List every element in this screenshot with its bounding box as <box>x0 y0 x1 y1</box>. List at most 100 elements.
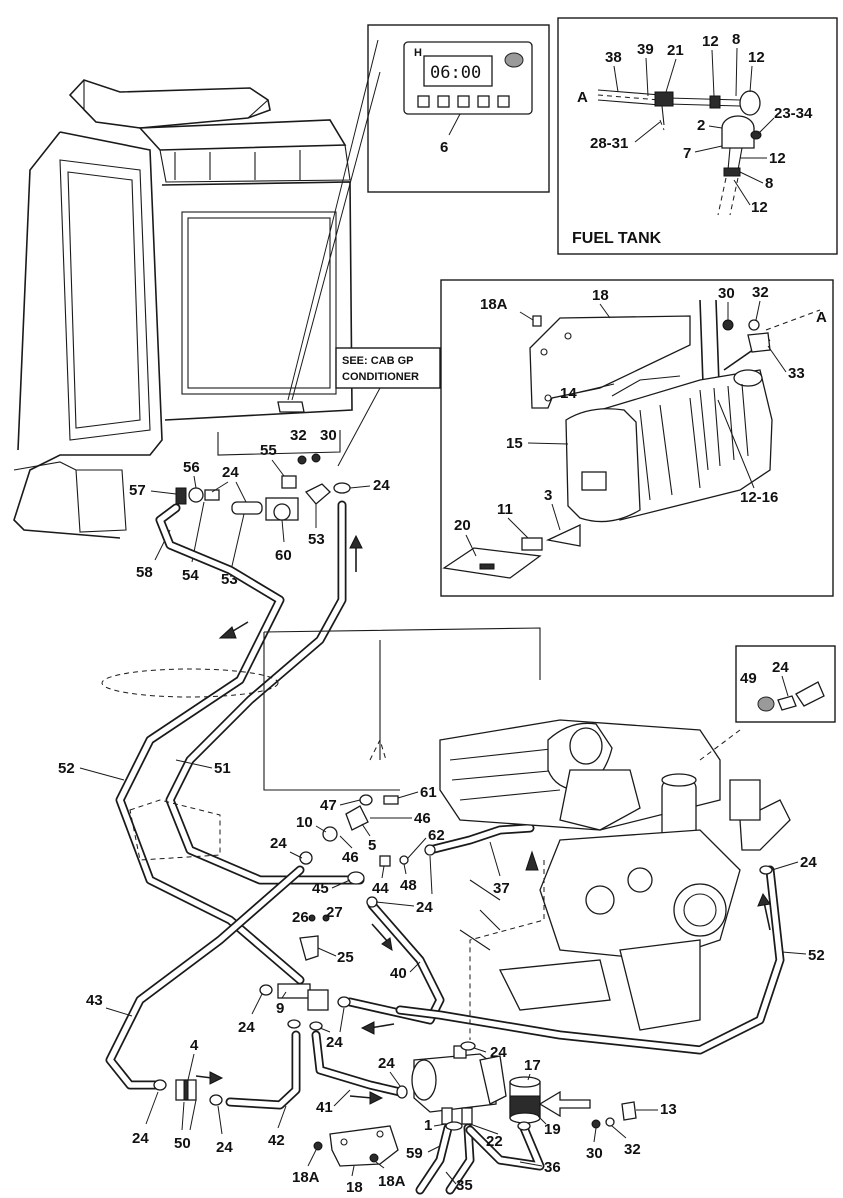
callout-32-mid: 32 <box>290 427 307 444</box>
callout-58: 58 <box>136 564 153 581</box>
callout-7: 7 <box>683 145 691 162</box>
callout-61: 61 <box>420 784 437 801</box>
callout-8-b: 8 <box>765 175 773 192</box>
callout-24-low-2: 24 <box>326 1034 343 1051</box>
callout-24-right: 24 <box>800 854 817 871</box>
callout-2: 2 <box>697 117 705 134</box>
engine-fittings: 52 51 47 61 46 10 5 62 24 46 45 44 48 37… <box>58 759 825 1051</box>
callout-24-pump-2: 24 <box>378 1055 395 1072</box>
callout-24-low-1: 24 <box>238 1019 255 1036</box>
callout-A-1: A <box>577 89 588 106</box>
callout-24-left: 24 <box>270 835 287 852</box>
callout-24-pump: 24 <box>490 1044 507 1061</box>
callout-26: 26 <box>292 909 309 926</box>
callout-32-bot: 32 <box>624 1141 641 1158</box>
callout-60: 60 <box>275 547 292 564</box>
callout-36: 36 <box>544 1159 561 1176</box>
callout-17: 17 <box>524 1057 541 1074</box>
flow-arrows <box>195 534 771 1118</box>
heater-inset: 18A 18 30 32 A 33 14 15 12-16 20 11 3 <box>440 279 834 597</box>
callout-14: 14 <box>560 385 577 402</box>
timer-display-text: 06:00 <box>430 63 481 83</box>
lower-assembly: 24 24 4 17 41 13 1 22 19 24 50 24 42 59 … <box>132 1037 677 1196</box>
callout-54: 54 <box>182 567 199 584</box>
callout-47: 47 <box>320 797 337 814</box>
callout-48: 48 <box>400 877 417 894</box>
callout-56: 56 <box>183 459 200 476</box>
callout-28-31: 28-31 <box>590 135 628 152</box>
callout-32-top: 32 <box>752 284 769 301</box>
callout-4: 4 <box>190 1037 199 1054</box>
callout-51: 51 <box>214 760 231 777</box>
callout-38: 38 <box>605 49 622 66</box>
callout-12-16: 12-16 <box>740 489 778 506</box>
callout-45: 45 <box>312 880 329 897</box>
callout-40: 40 <box>390 965 407 982</box>
callout-30-bot: 30 <box>586 1145 603 1162</box>
callout-12-a: 12 <box>702 33 719 50</box>
callout-37: 37 <box>493 880 510 897</box>
callout-10: 10 <box>296 814 313 831</box>
callout-18-top: 18 <box>592 287 609 304</box>
cab-illustration <box>13 79 353 539</box>
callout-24-bl: 24 <box>132 1130 149 1147</box>
callout-A-2: A <box>816 309 827 326</box>
callout-30-top: 30 <box>718 285 735 302</box>
callout-24-bl-2: 24 <box>216 1139 233 1156</box>
callout-39: 39 <box>637 41 654 58</box>
callout-41: 41 <box>316 1099 333 1116</box>
callout-24-mid: 24 <box>416 899 433 916</box>
callout-8-a: 8 <box>732 31 740 48</box>
callout-13: 13 <box>660 1101 677 1118</box>
callout-18A-b2: 18A <box>378 1173 406 1190</box>
timer-inset: 06:00 H 6 <box>287 24 550 401</box>
callout-12-b: 12 <box>748 49 765 66</box>
callout-15: 15 <box>506 435 523 452</box>
callout-21: 21 <box>667 42 684 59</box>
callout-3: 3 <box>544 487 552 504</box>
callout-42: 42 <box>268 1132 285 1149</box>
callout-12-d: 12 <box>751 199 768 216</box>
callout-11: 11 <box>497 501 513 518</box>
cab-note-line2: CONDITIONER <box>342 371 419 383</box>
callout-35: 35 <box>456 1177 473 1194</box>
callout-24-inset: 24 <box>772 659 789 676</box>
callout-57: 57 <box>129 482 146 499</box>
callout-5: 5 <box>368 837 376 854</box>
callout-19: 19 <box>544 1121 561 1138</box>
callout-1: 1 <box>424 1117 432 1134</box>
cab-gp-note: SEE: CAB GP CONDITIONER <box>335 347 441 467</box>
callout-22: 22 <box>486 1133 503 1150</box>
callout-33: 33 <box>788 365 805 382</box>
hose-routing <box>105 500 785 1195</box>
callout-24-cab-1: 24 <box>222 464 239 481</box>
callout-44: 44 <box>372 880 389 897</box>
callout-59: 59 <box>406 1145 423 1162</box>
fuel-tank-inset: 38 39 21 12 8 12 A 2 23-34 28-31 7 12 8 … <box>557 17 838 255</box>
callout-62: 62 <box>428 827 445 844</box>
callout-23-34: 23-34 <box>774 105 813 122</box>
cab-fittings: 55 32 30 24 24 56 57 58 54 53 60 53 <box>129 427 390 588</box>
callout-18A-b1: 18A <box>292 1169 320 1186</box>
callout-52-a: 52 <box>58 760 75 777</box>
callout-49: 49 <box>740 670 757 687</box>
callout-46-b: 46 <box>342 849 359 866</box>
engine-illustration: 49 24 <box>101 627 836 1040</box>
callout-27: 27 <box>326 904 343 921</box>
callout-25: 25 <box>337 949 354 966</box>
callout-52-b: 52 <box>808 947 825 964</box>
timer-brand-text: H <box>414 47 422 59</box>
callout-12-c: 12 <box>769 150 786 167</box>
callout-6: 6 <box>440 139 448 156</box>
callout-46-a: 46 <box>414 810 431 827</box>
callout-18A-top: 18A <box>480 296 508 313</box>
callout-55: 55 <box>260 442 277 459</box>
callout-50: 50 <box>174 1135 191 1152</box>
callout-43: 43 <box>86 992 103 1009</box>
callout-30-mid: 30 <box>320 427 337 444</box>
cab-note-line1: SEE: CAB GP <box>342 355 414 367</box>
callout-24-cab-2: 24 <box>373 477 390 494</box>
callout-53-b: 53 <box>308 531 325 548</box>
callout-20: 20 <box>454 517 471 534</box>
